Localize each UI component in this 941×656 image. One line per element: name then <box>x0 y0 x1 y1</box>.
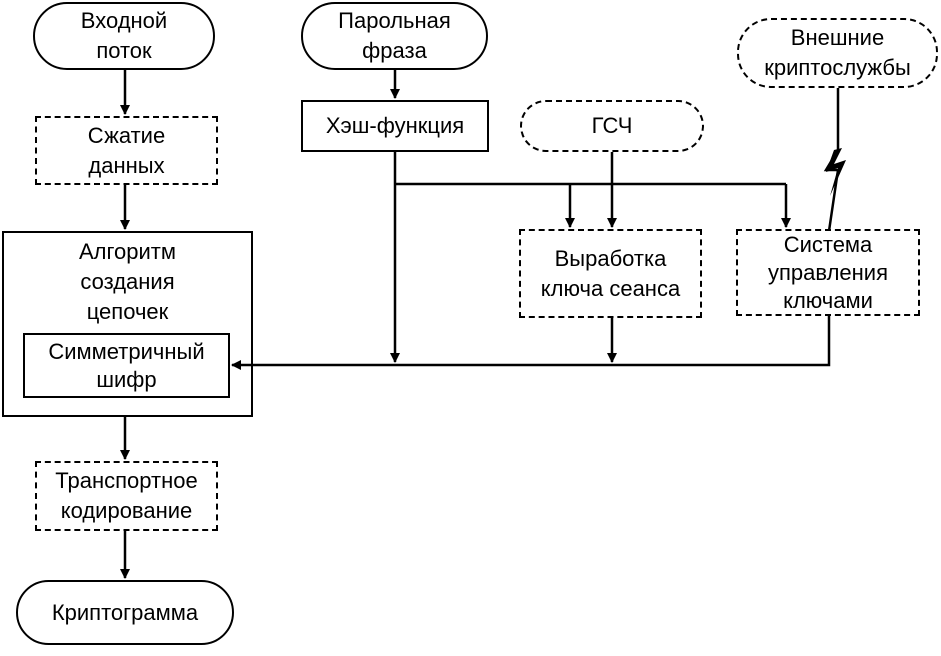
rng-node: ГСЧ <box>520 100 704 152</box>
lightning-link <box>823 88 840 232</box>
session-key-node: Выработка ключа сеанса <box>519 229 702 318</box>
symmetric-cipher-node: Симметричный шифр <box>23 333 230 398</box>
input-stream-node: Входной поток <box>33 2 215 70</box>
hash-function-node: Хэш-функция <box>301 100 489 152</box>
cryptogram-node: Криптограмма <box>16 580 234 645</box>
key-management-node: Система управления ключами <box>736 229 920 316</box>
lightning-bolt-icon <box>826 148 846 196</box>
connector-key-management-to-cipher <box>231 316 831 370</box>
external-crypto-node: Внешние криптослужбы <box>737 18 938 88</box>
transport-coding-node: Транспортное кодирование <box>35 461 218 531</box>
passphrase-node: Парольная фраза <box>301 2 488 70</box>
compression-node: Сжатие данных <box>35 116 218 185</box>
chain-algorithm-node: Алгоритм создания цепочек <box>2 231 253 417</box>
